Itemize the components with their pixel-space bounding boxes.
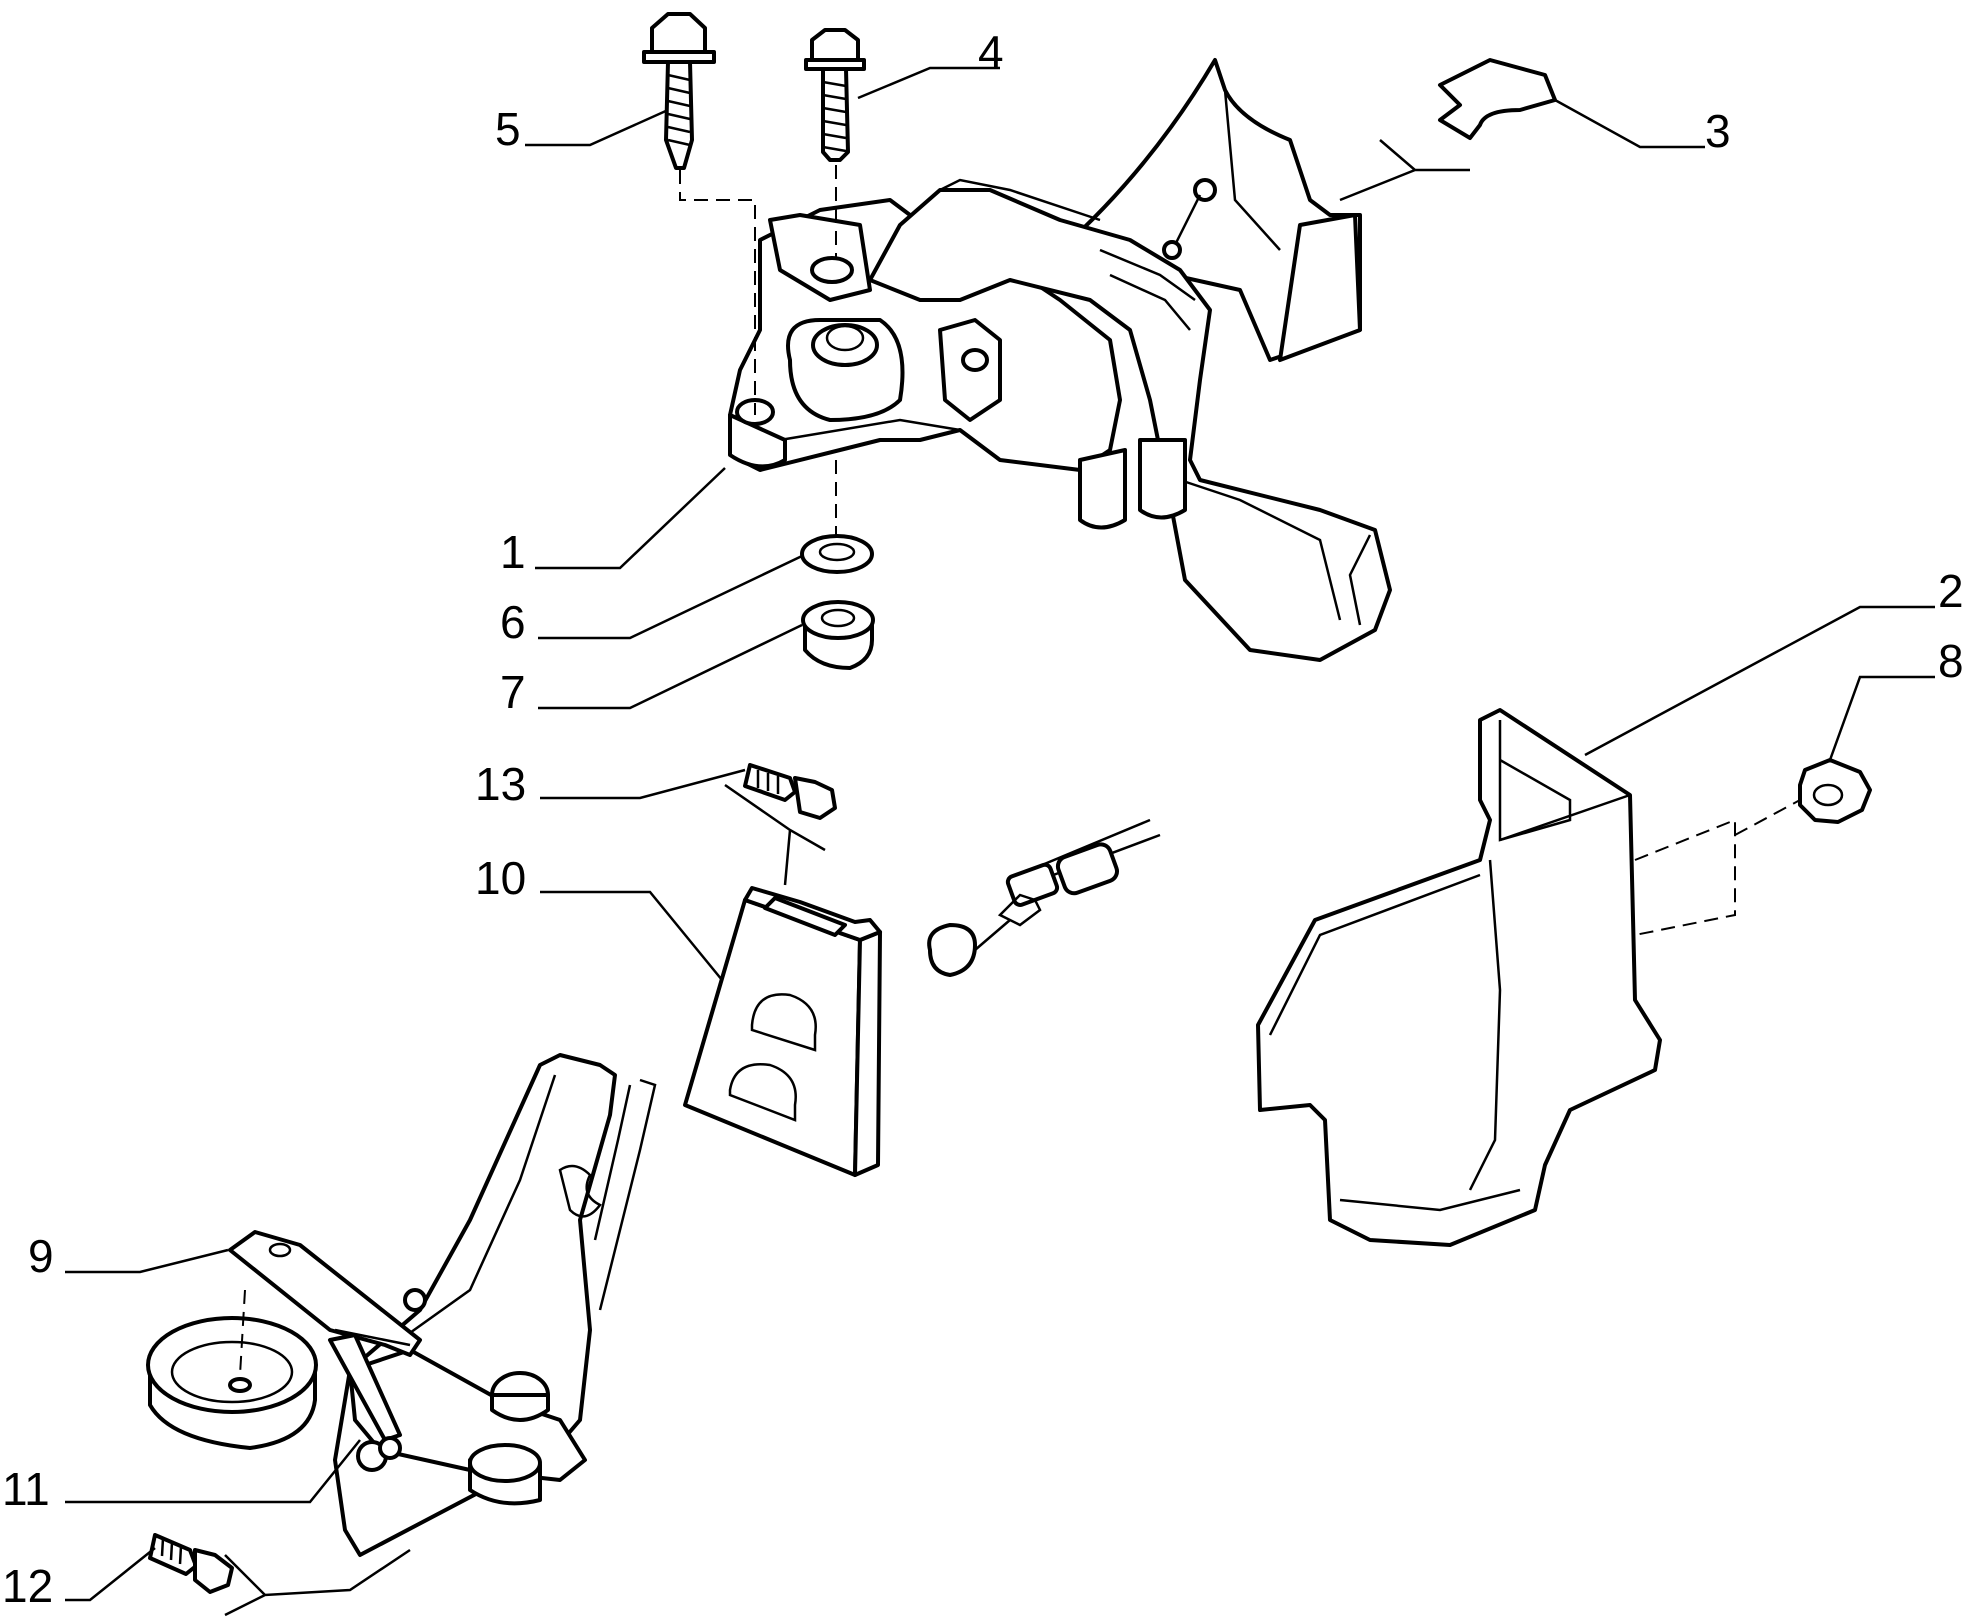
guide-lines — [224, 139, 1470, 1617]
part-3-clip — [1438, 58, 1557, 140]
callout-8: 8 — [1938, 635, 1964, 687]
part-4-bolt — [804, 28, 866, 162]
part-8-nut — [1798, 758, 1872, 824]
assembly-lines — [239, 165, 1801, 1376]
part-12-bolt — [148, 1533, 234, 1594]
cable-end — [927, 818, 1161, 977]
part-13-bolt — [743, 763, 837, 820]
callout-5: 5 — [495, 103, 521, 155]
part-5-bolt — [642, 12, 716, 170]
callout-2: 2 — [1938, 565, 1964, 617]
callout-11: 11 — [2, 1463, 50, 1515]
callout-13: 13 — [475, 758, 526, 810]
part-6-washer — [800, 534, 874, 574]
callout-3: 3 — [1705, 105, 1731, 157]
callout-7: 7 — [500, 666, 526, 718]
part-1-pedal-bracket — [728, 58, 1392, 662]
part-9-11-switch-bracket — [146, 1053, 657, 1557]
part-10-clamp-block — [683, 886, 882, 1177]
callout-9: 9 — [28, 1230, 54, 1282]
callout-4: 4 — [978, 26, 1004, 78]
callout-10: 10 — [475, 852, 526, 904]
callout-1: 1 — [500, 526, 526, 578]
callout-6: 6 — [500, 596, 526, 648]
callout-12: 12 — [2, 1560, 53, 1612]
leader-lines — [65, 66, 1935, 1602]
part-2-cover — [1256, 708, 1662, 1247]
part-7-nut — [801, 600, 875, 670]
callout-labels: 5 4 3 1 2 6 7 8 13 10 9 11 12 — [2, 26, 1964, 1612]
